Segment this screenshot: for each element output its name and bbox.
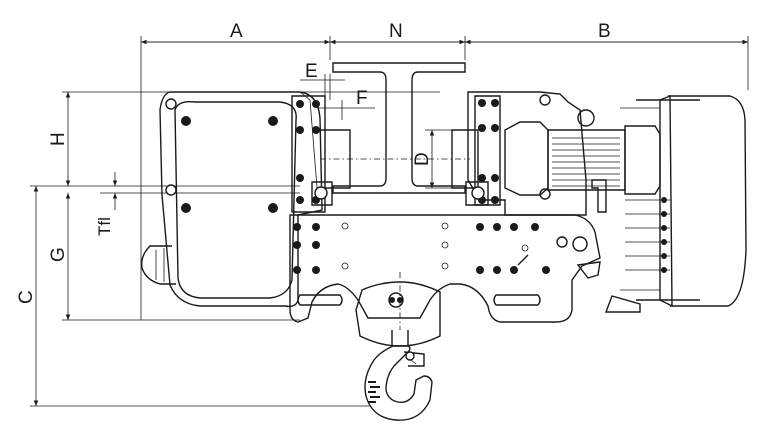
dim-label-f: F: [356, 88, 368, 109]
right-trolley-plate: [451, 91, 595, 216]
dim-label-e: E: [305, 61, 318, 82]
dim-label-g: G: [48, 247, 69, 262]
plate-bolts: [293, 223, 550, 274]
hook-marking: [368, 381, 380, 403]
dim-label-n: N: [389, 21, 403, 42]
i-beam: [320, 62, 470, 194]
dim-label-d: D: [412, 152, 433, 166]
left-trolley-plate: [291, 95, 351, 213]
hook-block: [355, 272, 441, 421]
dim-label-b: B: [598, 21, 611, 42]
dimension-lines: [30, 36, 749, 407]
gearbox-housing: [140, 91, 323, 308]
motor-cooling-fins: [552, 137, 620, 187]
dim-label-a: A: [230, 21, 243, 42]
dim-label-c: C: [16, 290, 37, 304]
hoist-frame-plate: [289, 214, 601, 323]
dim-label-tfl: Tfl: [95, 217, 114, 236]
dim-label-h: H: [48, 132, 69, 146]
cable-guide: [604, 94, 747, 313]
travel-motor: [504, 121, 661, 213]
